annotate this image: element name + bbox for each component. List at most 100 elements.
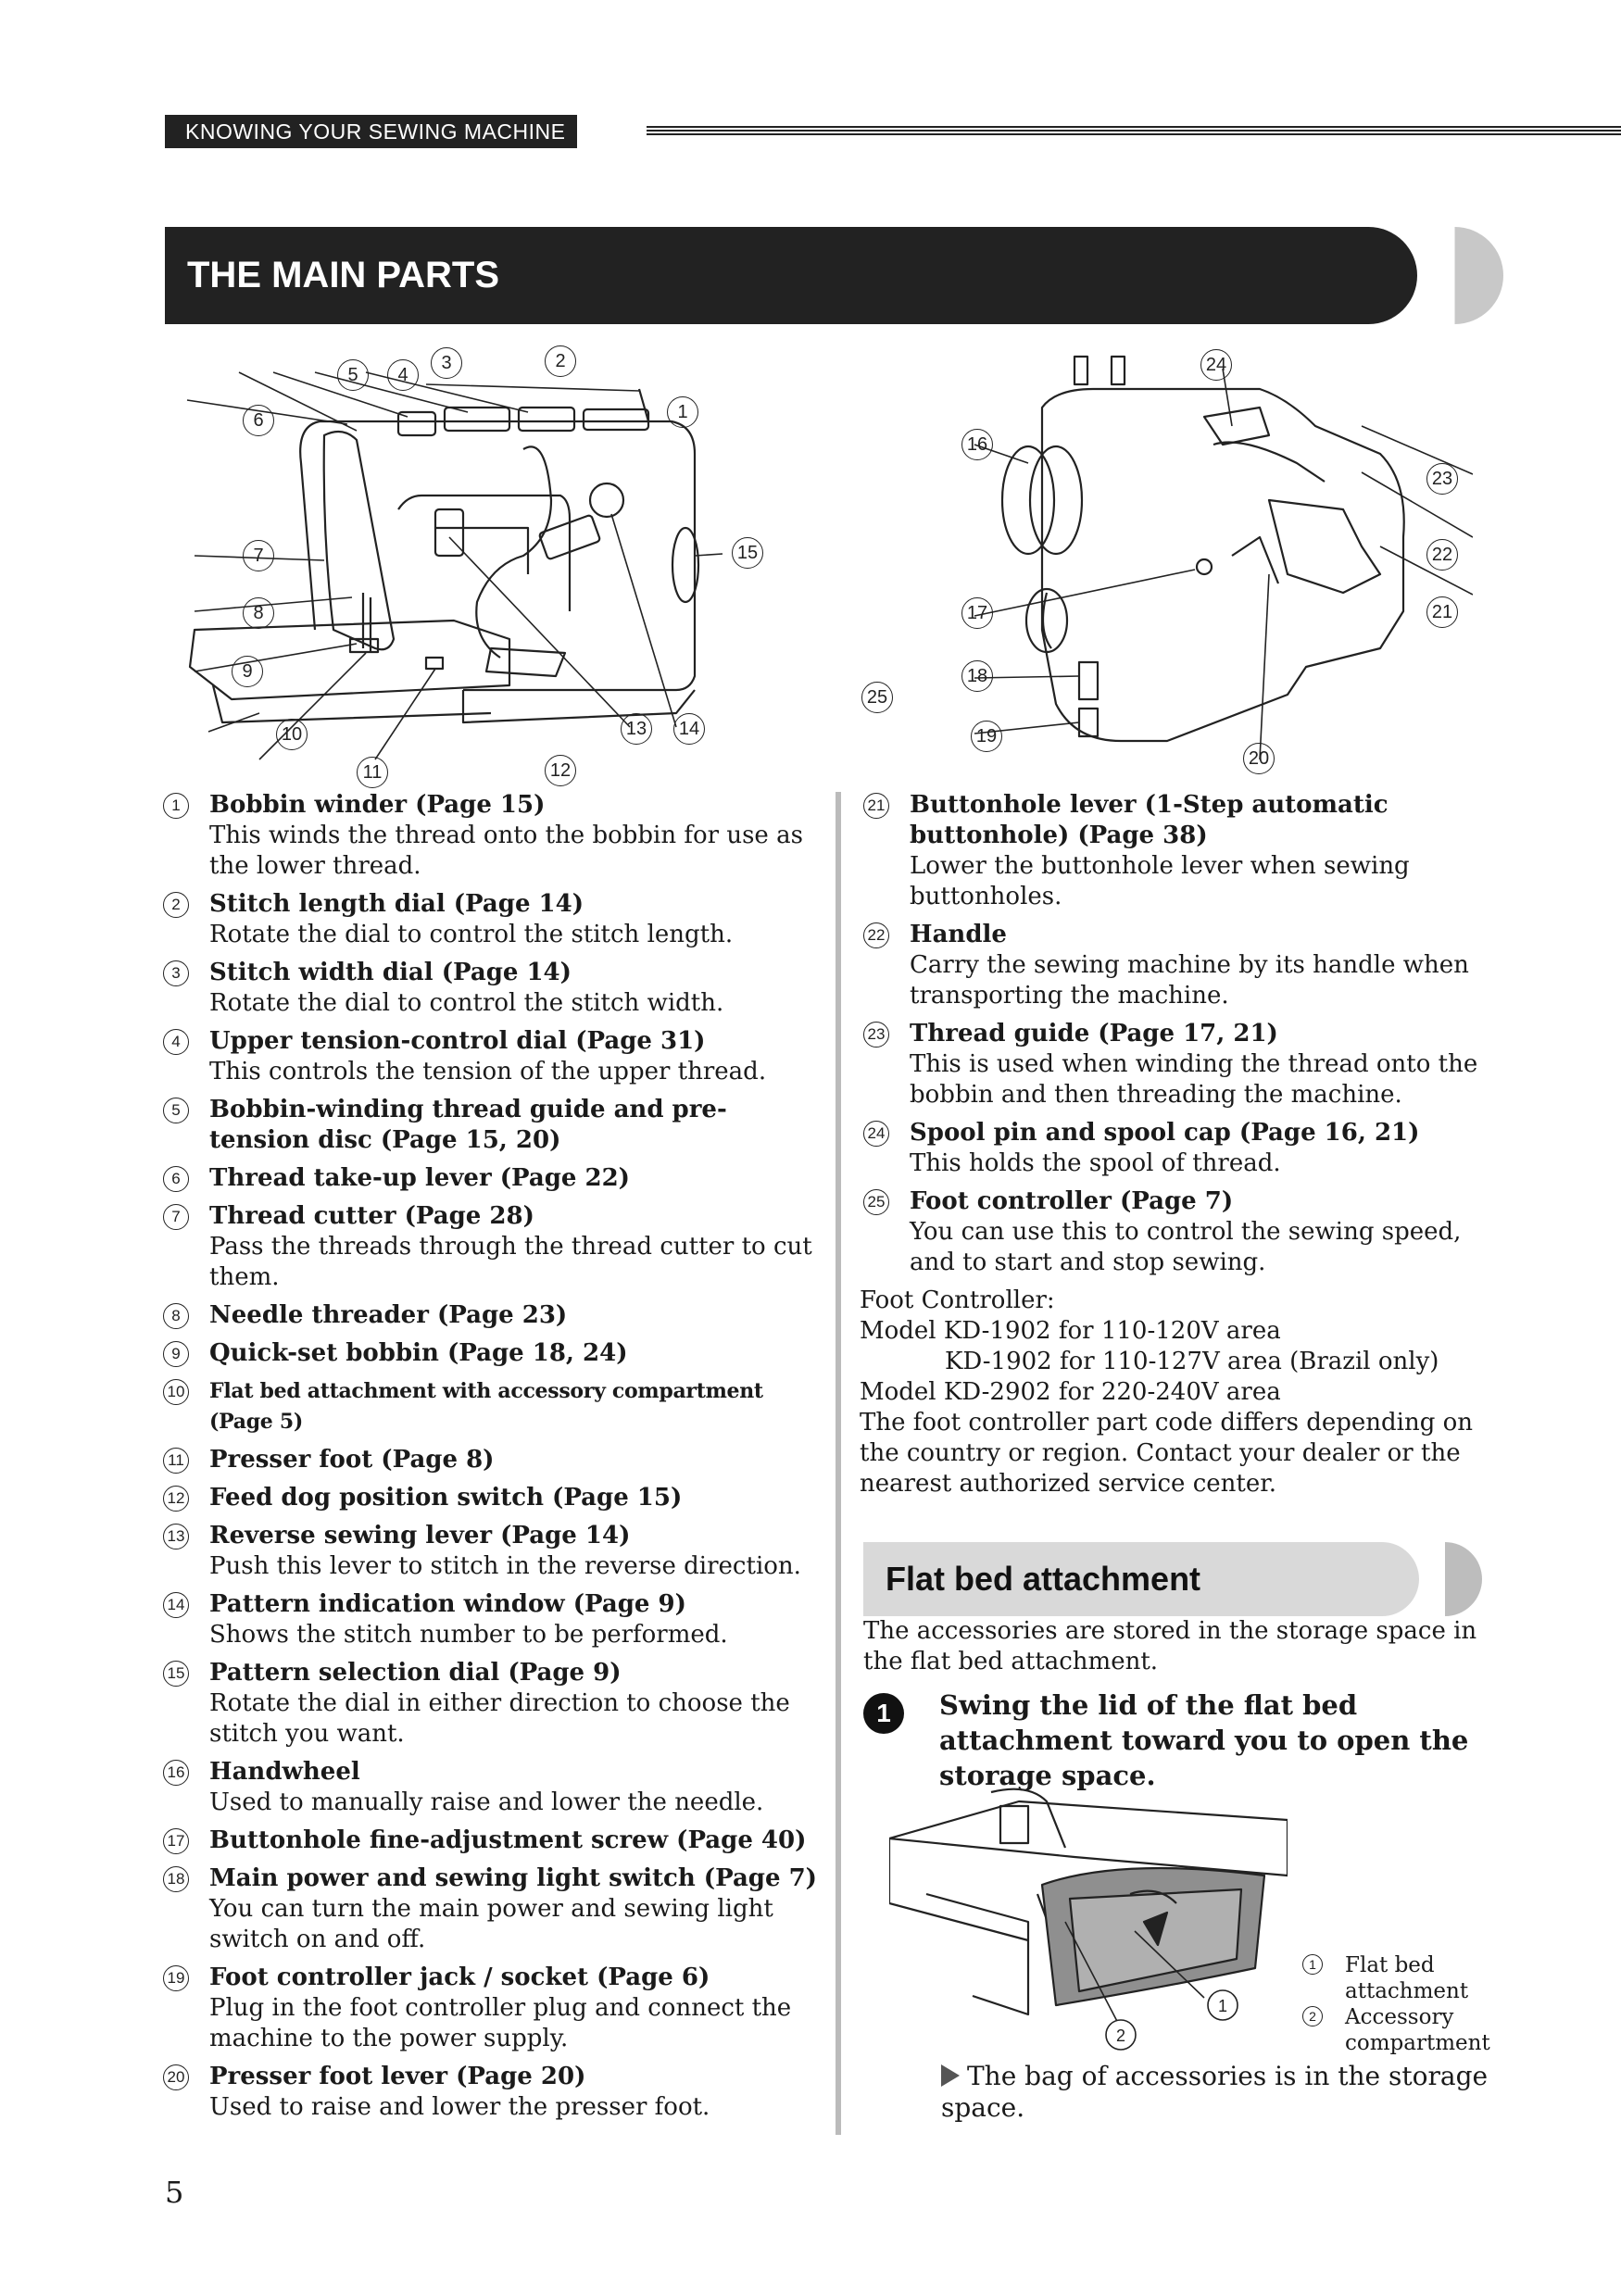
running-header-rule (647, 126, 1621, 137)
callout-16: 16 (961, 429, 993, 460)
legend-number: 2 (1302, 2006, 1323, 2026)
part-name: Thread cutter (Page 28) (209, 1202, 534, 1230)
part-name: Thread take-up lever (Page 22) (209, 1164, 630, 1192)
part-description: This holds the spool of thread. (910, 1149, 1281, 1177)
part-item: 21 Buttonhole lever (1-Step automatic bu… (860, 790, 1508, 912)
callout-21: 21 (1426, 596, 1458, 628)
side-machine-illustration (974, 355, 1473, 760)
part-item: 3 Stitch width dial (Page 14) Rotate the… (159, 958, 826, 1019)
part-item: 19 Foot controller jack / socket (Page 6… (159, 1963, 826, 2054)
part-item: 15 Pattern selection dial (Page 9) Rotat… (159, 1658, 826, 1750)
callout-15: 15 (732, 537, 763, 569)
part-number: 23 (863, 1022, 889, 1048)
part-description: Used to manually raise and lower the nee… (209, 1788, 764, 1816)
part-description: You can use this to control the sewing s… (910, 1218, 1462, 1276)
part-number: 22 (863, 922, 889, 948)
part-name: Flat bed attachment with accessory compa… (209, 1379, 763, 1434)
part-name: Presser foot (Page 8) (209, 1446, 495, 1474)
part-name: Pattern selection dial (Page 9) (209, 1659, 622, 1687)
flat-bed-result: The bag of accessories is in the storage… (941, 2061, 1506, 2124)
part-name: Foot controller (Page 7) (910, 1187, 1234, 1215)
part-number: 10 (163, 1379, 189, 1405)
part-item: 1 Bobbin winder (Page 15) This winds the… (159, 790, 826, 882)
callout-5: 5 (337, 359, 369, 391)
front-machine-illustration (186, 371, 723, 760)
part-number: 25 (863, 1189, 889, 1215)
banner-cap (1454, 227, 1503, 324)
part-name: Quick-set bobbin (Page 18, 24) (209, 1339, 628, 1367)
callout-23: 23 (1426, 463, 1458, 495)
part-item: 2 Stitch length dial (Page 14) Rotate th… (159, 889, 826, 950)
part-item: 8 Needle threader (Page 23) (159, 1300, 826, 1331)
part-number: 11 (163, 1448, 189, 1474)
legend-item: 2 Accessory compartment (1297, 2004, 1519, 2056)
part-name: Stitch width dial (Page 14) (209, 959, 572, 986)
callout-4: 4 (387, 359, 419, 391)
part-name: Bobbin winder (Page 15) (209, 791, 546, 819)
callout-24: 24 (1200, 349, 1232, 381)
part-description: Pass the threads through the thread cutt… (209, 1233, 812, 1291)
callout-22: 22 (1426, 539, 1458, 571)
part-number: 19 (163, 1965, 189, 1991)
running-header-title: KNOWING YOUR SEWING MACHINE (165, 115, 577, 148)
callout-2: 2 (545, 345, 576, 377)
foot-controller-model-1b: KD-1902 for 110-127V area (Brazil only) (945, 1348, 1439, 1375)
part-name: Foot controller jack / socket (Page 6) (209, 1964, 710, 1991)
part-name: Feed dog position switch (Page 15) (209, 1484, 683, 1512)
part-description: This controls the tension of the upper t… (209, 1058, 767, 1085)
part-name: Bobbin-winding thread guide and pre-tens… (209, 1096, 727, 1154)
result-arrow-icon (941, 2064, 960, 2087)
callout-1: 1 (667, 396, 698, 428)
part-number: 2 (163, 892, 189, 918)
part-number: 5 (163, 1098, 189, 1123)
part-item: 5 Bobbin-winding thread guide and pre-te… (159, 1095, 826, 1156)
part-number: 17 (163, 1828, 189, 1854)
legend-label: Flat bed attachment (1345, 1953, 1469, 2003)
part-number: 16 (163, 1760, 189, 1786)
callout-17: 17 (961, 597, 993, 629)
part-item: 16 Handwheel Used to manually raise and … (159, 1757, 826, 1818)
part-number: 7 (163, 1204, 189, 1230)
part-name: Thread guide (Page 17, 21) (910, 1020, 1278, 1048)
part-name: Needle threader (Page 23) (209, 1301, 568, 1329)
running-header: KNOWING YOUR SEWING MACHINE (165, 111, 1621, 152)
flat-bed-intro: The accessories are stored in the storag… (863, 1617, 1477, 1675)
column-divider (836, 792, 841, 2135)
flat-bed-illustration: 1 2 (889, 1788, 1288, 2051)
step-number-badge: 1 (863, 1693, 904, 1734)
part-number: 9 (163, 1341, 189, 1367)
part-item: 10 Flat bed attachment with accessory co… (159, 1376, 826, 1437)
part-item: 11 Presser foot (Page 8) (159, 1445, 826, 1475)
callout-20: 20 (1243, 743, 1275, 774)
subbanner-bar (863, 1542, 1419, 1616)
part-number: 13 (163, 1524, 189, 1549)
foot-controller-model-2: Model KD-2902 for 220-240V area (860, 1378, 1281, 1406)
callout-13: 13 (621, 713, 652, 745)
part-name: Main power and sewing light switch (Page… (209, 1864, 817, 1892)
part-item: 18 Main power and sewing light switch (P… (159, 1863, 826, 1955)
part-description: This winds the thread onto the bobbin fo… (209, 822, 803, 880)
part-description: Push this lever to stitch in the reverse… (209, 1552, 801, 1580)
callout-25: 25 (861, 682, 893, 713)
part-name: Handle (910, 921, 1007, 948)
callout-18: 18 (961, 660, 993, 692)
part-number: 21 (863, 793, 889, 819)
foot-controller-models: Foot Controller: Model KD-1902 for 110-1… (860, 1286, 1508, 1499)
illus-callout-1: 1 (1218, 1997, 1227, 2015)
part-item: 25 Foot controller (Page 7) You can use … (860, 1186, 1508, 1278)
part-number: 6 (163, 1166, 189, 1192)
section-title: THE MAIN PARTS (187, 255, 500, 295)
part-description: This is used when winding the thread ont… (910, 1050, 1478, 1109)
callout-3: 3 (431, 347, 462, 379)
part-item: 24 Spool pin and spool cap (Page 16, 21)… (860, 1118, 1508, 1179)
part-description: Lower the buttonhole lever when sewing b… (910, 852, 1410, 910)
foot-controller-note: The foot controller part code differs de… (860, 1409, 1474, 1498)
part-item: 9 Quick-set bobbin (Page 18, 24) (159, 1338, 826, 1369)
callout-7: 7 (243, 540, 274, 571)
part-name: Pattern indication window (Page 9) (209, 1590, 686, 1618)
part-name: Buttonhole lever (1-Step automatic butto… (910, 791, 1389, 849)
part-description: Used to raise and lower the presser foot… (209, 2093, 710, 2121)
part-item: 20 Presser foot lever (Page 20) Used to … (159, 2062, 826, 2123)
result-text: The bag of accessories is in the storage… (941, 2061, 1489, 2123)
part-item: 7 Thread cutter (Page 28) Pass the threa… (159, 1201, 826, 1293)
